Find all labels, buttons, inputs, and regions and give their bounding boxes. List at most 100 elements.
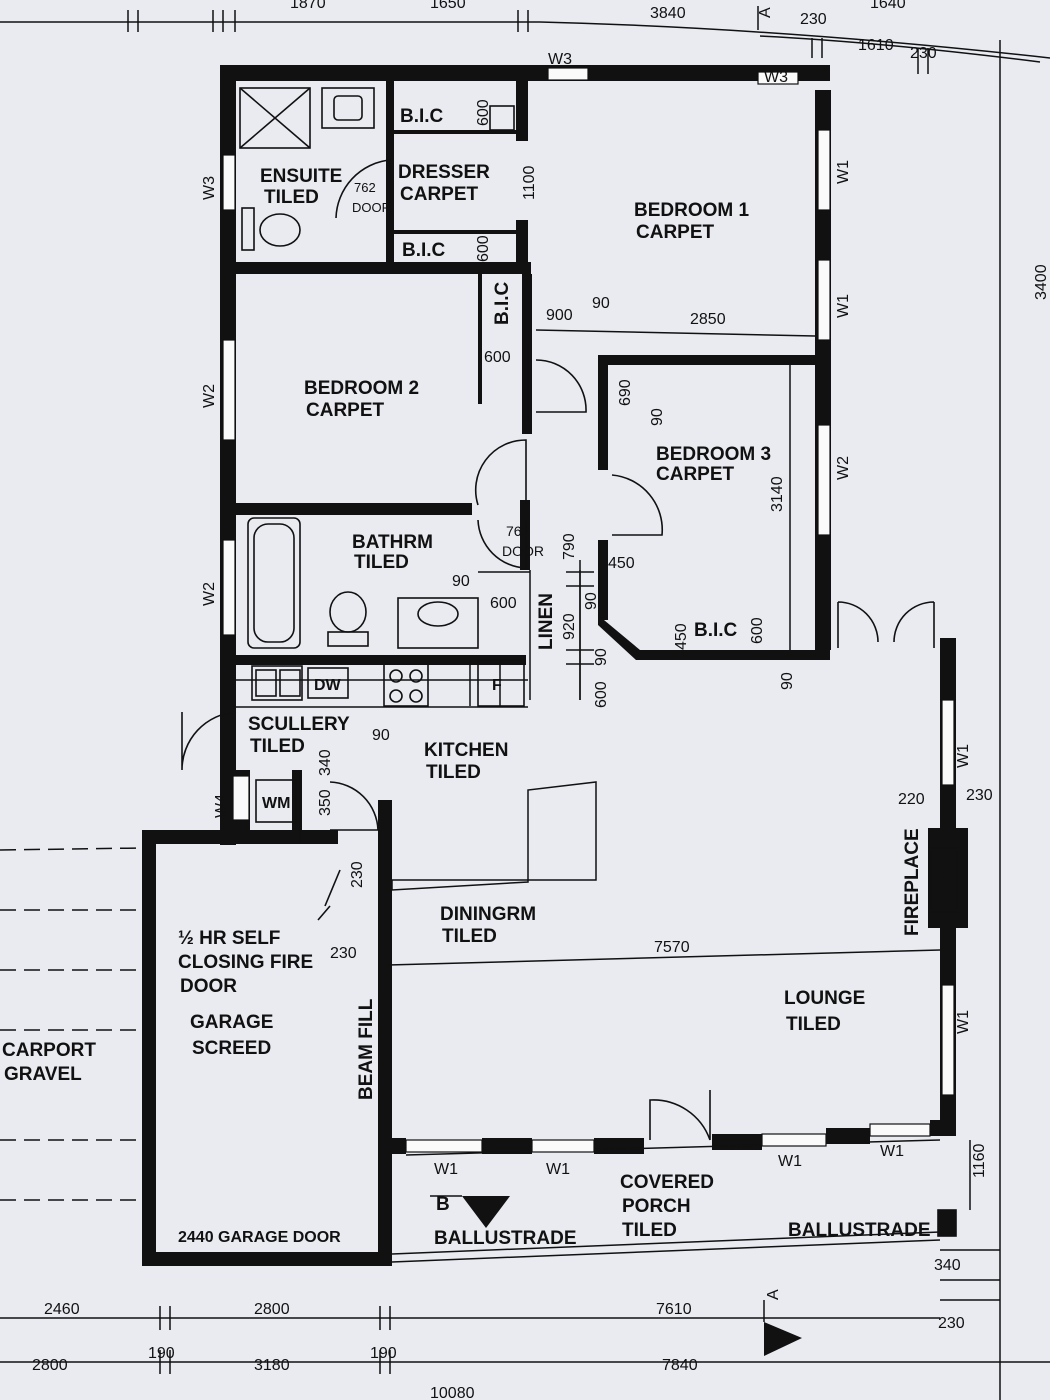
- w1-east-label: W1: [955, 744, 972, 768]
- dim-top-230b: 230: [910, 45, 937, 62]
- kitchen-sink: [251, 665, 303, 701]
- dim-top-3840: 3840: [650, 5, 686, 22]
- section-a-bottom-marker: A: [765, 1289, 782, 1300]
- w1-lounge-label: W1: [955, 1010, 972, 1034]
- ensuite-label: ENSUITE: [260, 166, 342, 187]
- bic-top-label: B.I.C: [400, 106, 444, 127]
- porch-finish: TILED: [622, 1220, 677, 1241]
- cooktop: [383, 663, 429, 707]
- w1-bed1-window-a: [817, 129, 831, 211]
- bath-toilet-cistern: [327, 631, 369, 647]
- garage-finish: SCREED: [192, 1038, 271, 1059]
- svg-text:90: 90: [592, 295, 610, 312]
- svg-text:230: 230: [938, 1315, 965, 1332]
- linen-label: LINEN: [536, 593, 557, 650]
- w2-bed2-window: [222, 339, 236, 441]
- section-b-label: B: [436, 1194, 450, 1215]
- fixture-labels: DW F WM 762 DOOR 762 DOOR: [262, 180, 544, 812]
- kitchen-label: KITCHEN: [424, 740, 508, 761]
- fire-door-label-2: CLOSING FIRE: [178, 952, 313, 973]
- bedroom2-finish: CARPET: [306, 400, 385, 421]
- bathtub: [247, 517, 301, 649]
- carport-label: CARPORT: [2, 1040, 96, 1061]
- w1-front-1-label: W1: [434, 1161, 458, 1178]
- w2-bed2-label: W2: [201, 384, 218, 408]
- svg-text:90: 90: [593, 648, 610, 666]
- w1-front-window-4: [869, 1123, 931, 1137]
- bathroom-finish: TILED: [354, 552, 409, 573]
- washing-machine-label: WM: [262, 795, 290, 812]
- bottom-dimension-lines: 2460 2800 7610 2800 190 3180 190 7840 10…: [0, 1301, 1050, 1400]
- dim-top-1870: 1870: [290, 0, 326, 12]
- w3-ensuite-window: [222, 154, 236, 211]
- svg-text:450: 450: [608, 555, 635, 572]
- dim-bottom-2800a: 2800: [254, 1301, 290, 1318]
- dim-top-1610: 1610: [858, 37, 894, 54]
- carport-finish: GRAVEL: [4, 1064, 82, 1085]
- svg-text:790: 790: [561, 533, 578, 560]
- w1-bed1-b-label: W1: [835, 294, 852, 318]
- svg-text:230: 230: [966, 787, 993, 804]
- w4-scullery-label: W4: [213, 794, 230, 818]
- dining-finish: TILED: [442, 926, 497, 947]
- dining-label: DININGRM: [440, 904, 536, 925]
- w1-front-window-2: [531, 1139, 595, 1153]
- bedroom1-finish: CARPET: [636, 222, 715, 243]
- svg-text:600: 600: [749, 617, 766, 644]
- w3-top-window-b: [757, 71, 799, 85]
- dim-bottom-190a: 190: [148, 1345, 175, 1362]
- svg-text:90: 90: [779, 672, 796, 690]
- ensuite-basin: [321, 87, 375, 129]
- dim-bottom-3180: 3180: [254, 1357, 290, 1374]
- bic-bed3-label: B.I.C: [694, 620, 738, 641]
- fridge-label: F: [492, 677, 502, 694]
- porch-label-2: PORCH: [622, 1196, 691, 1217]
- bic-mid-label: B.I.C: [402, 240, 446, 261]
- dim-top-1650: 1650: [430, 0, 466, 12]
- dim-bottom-7610: 7610: [656, 1301, 692, 1318]
- scullery-finish: TILED: [250, 736, 305, 757]
- dim-bottom-190b: 190: [370, 1345, 397, 1362]
- ensuite-finish: TILED: [264, 187, 319, 208]
- garage-label: GARAGE: [190, 1012, 273, 1033]
- dim-bottom-2800b: 2800: [32, 1357, 68, 1374]
- lounge-label: LOUNGE: [784, 988, 865, 1009]
- doors: [181, 159, 935, 1141]
- w1-bed1-window-b: [817, 259, 831, 341]
- w1-front-3-label: W1: [778, 1153, 802, 1170]
- dishwasher-label: DW: [314, 677, 342, 694]
- svg-text:600: 600: [475, 235, 492, 262]
- bed2-door-swing: [474, 439, 527, 506]
- hall-door-swing: [535, 359, 587, 413]
- section-a-top-marker: A: [757, 7, 774, 18]
- linen-dim-ticks: [566, 560, 594, 700]
- svg-text:1100: 1100: [521, 165, 538, 200]
- east-french-door-b: [893, 601, 935, 648]
- w2-bed3-label: W2: [835, 456, 852, 480]
- scullery-door-swing: [181, 711, 237, 771]
- w1-front-4-label: W1: [880, 1143, 904, 1160]
- dim-bottom-total: 10080: [430, 1385, 475, 1400]
- w1-east-window: [941, 699, 955, 786]
- fixtures: [239, 87, 958, 1237]
- w3-top-b-label: W3: [764, 69, 788, 86]
- svg-text:90: 90: [649, 408, 666, 426]
- bedroom1-label: BEDROOM 1: [634, 200, 750, 221]
- bath-door-text: DOOR: [502, 543, 544, 559]
- svg-text:600: 600: [490, 595, 517, 612]
- w2-bed3-window: [817, 424, 831, 536]
- svg-text:230: 230: [330, 945, 357, 962]
- fireplace-label: FIREPLACE: [902, 828, 923, 936]
- room-labels: ENSUITE TILED DRESSER CARPET B.I.C B.I.C…: [2, 106, 931, 1249]
- ballustrade-post: [937, 1209, 957, 1237]
- dim-right-3400: 3400: [1033, 264, 1050, 300]
- fire-door-label-3: DOOR: [180, 976, 237, 997]
- beam-fill-label: BEAM FILL: [356, 998, 377, 1100]
- w2-bath-label: W2: [201, 582, 218, 606]
- kitchen-finish: TILED: [426, 762, 481, 783]
- ensuite-toilet-cistern: [241, 207, 255, 251]
- w3-top-a-label: W3: [548, 51, 572, 68]
- porch-door-swing: [649, 1090, 711, 1141]
- partitions: [236, 329, 941, 1263]
